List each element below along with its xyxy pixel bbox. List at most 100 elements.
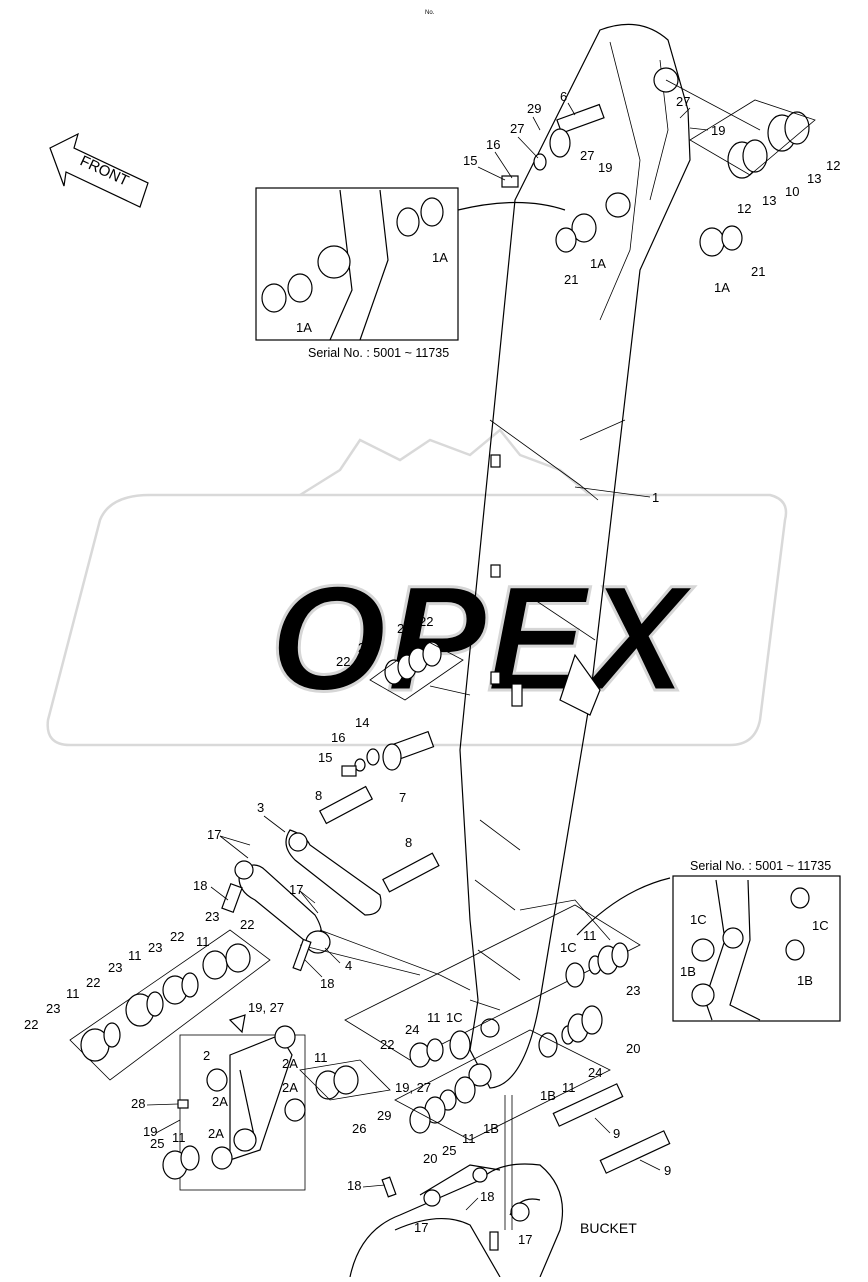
watermark-text: OPEX (270, 554, 695, 722)
inset-right-serial: Serial No. : 5001 ~ 11735 (690, 859, 831, 873)
front-label: FRONT (77, 152, 131, 189)
callout-13-b: 13 (762, 193, 776, 208)
callout-29-a: 29 (377, 1108, 391, 1123)
callout-23-h: 24 (405, 1022, 419, 1037)
callout-19-a: 19 (711, 123, 725, 138)
callout-22-c: 22 (240, 917, 254, 932)
callout-22-e: 22 (86, 975, 100, 990)
callout-23-c: 23 (205, 909, 219, 924)
callout-27-c: 28 (131, 1096, 145, 1111)
callout-23-f: 23 (46, 1001, 60, 1016)
callout-11-c: 11 (196, 934, 210, 949)
callout-14: 14 (355, 715, 369, 730)
bucket-pins (552, 1083, 671, 1174)
callout-28: 29 (527, 101, 541, 116)
callout-1: 1 (652, 490, 659, 505)
callout-23-a: 23 (397, 621, 411, 636)
callout-26: 27 (510, 121, 524, 136)
inset-top-label-1: 1A (432, 250, 448, 265)
callout-2A-d: 2A (208, 1126, 224, 1141)
callout-21-a: 21 (564, 272, 578, 287)
callout-22-d: 22 (170, 929, 184, 944)
inset-right: Serial No. : 5001 ~ 11735 1C 1C 1B 1B (576, 859, 841, 1022)
callout-1B-b: 1B (483, 1121, 499, 1136)
callout-6: 6 (560, 89, 567, 104)
front-arrow-icon: FRONT (49, 132, 149, 208)
callout-20-b: 20 (423, 1151, 437, 1166)
boom-arm (459, 23, 691, 1089)
callout-17-a: 17 (207, 827, 221, 842)
callout-3: 3 (257, 800, 264, 815)
inset-right-label-3: 1B (680, 964, 696, 979)
callout-18-b: 18 (320, 976, 334, 991)
leader-lines (146, 102, 709, 1211)
callout-2A-c: 2A (282, 1080, 298, 1095)
callout-18-a: 18 (193, 878, 207, 893)
callout-1A-b: 1A (714, 280, 730, 295)
callout-1A-a: 1A (590, 256, 606, 271)
link-assembly (234, 785, 471, 991)
top-mark: No. (425, 10, 435, 16)
bucket: BUCKET (349, 1095, 637, 1278)
callout-22-g: 22 (380, 1037, 394, 1052)
callout-22-b: 22 (336, 654, 350, 669)
callout-25-a: 25 (150, 1136, 164, 1151)
callout-24-a: 24 (588, 1065, 602, 1080)
callout-9-a: 9 (613, 1126, 620, 1141)
callout-27-b: 27 (580, 148, 594, 163)
bucket-label: BUCKET (580, 1220, 637, 1236)
washer-stack-top-right (689, 99, 816, 179)
inset-top-serial: Serial No. : 5001 ~ 11735 (308, 346, 449, 360)
callout-2A-b: 2A (212, 1094, 228, 1109)
callout-labels: 1 1A 1A 1B 1B 1C 1C 2 2A 2A 2A 2A 3 4 6 … (24, 89, 840, 1247)
callout-1C-b: 1C (446, 1010, 463, 1025)
callout-8-b: 8 (405, 835, 412, 850)
callout-24-b: 25 (442, 1143, 456, 1158)
callout-8-a: 8 (315, 788, 322, 803)
inset-top-label-2: 1A (296, 320, 312, 335)
callout-11-f: 11 (172, 1130, 186, 1145)
callout-23-e: 23 (108, 960, 122, 975)
callout-11-i: 11 (562, 1080, 576, 1095)
callout-11-h: 11 (427, 1010, 441, 1025)
callout-2A-a: 2A (282, 1056, 298, 1071)
callout-23-g: 23 (626, 983, 640, 998)
callout-1B-a: 1B (540, 1088, 556, 1103)
callout-27-a: 27 (676, 94, 690, 109)
callout-12-b: 12 (737, 201, 751, 216)
callout-10: 10 (785, 184, 799, 199)
callout-1C-a: 1C (560, 940, 577, 955)
callout-19-b: 19 (598, 160, 612, 175)
callout-17-c: 17 (414, 1220, 428, 1235)
callout-18-c: 18 (347, 1178, 361, 1193)
callout-17-d: 17 (518, 1232, 532, 1247)
bracket-assembly (162, 1014, 391, 1191)
callout-9-b: 9 (664, 1163, 671, 1178)
inset-right-label-1: 1C (690, 912, 707, 927)
callout-11-b: 11 (128, 948, 142, 963)
mid-pin-assembly (341, 639, 471, 777)
callout-12-a: 12 (826, 158, 840, 173)
callout-19-c: 19 (143, 1124, 157, 1139)
callout-16-a: 16 (486, 137, 500, 152)
callout-20-a: 20 (626, 1041, 640, 1056)
callout-25-b: 26 (352, 1121, 366, 1136)
inset-right-label-2: 1C (812, 918, 829, 933)
callout-21-b: 21 (751, 264, 765, 279)
callout-11-j: 11 (462, 1131, 476, 1146)
head-pin-assembly (501, 79, 816, 257)
callout-17-b: 17 (289, 882, 303, 897)
callout-15-a: 15 (463, 153, 477, 168)
callout-23-b: 23 (358, 640, 372, 655)
watermark-logo: OPEX (46, 428, 788, 747)
inset-right-label-4: 1B (797, 973, 813, 988)
callout-19-27-b: 19, 27 (395, 1080, 431, 1095)
callout-15-b: 15 (318, 750, 332, 765)
callout-23-d: 23 (148, 940, 162, 955)
callout-11-d: 11 (66, 986, 80, 1001)
callout-16-b: 16 (331, 730, 345, 745)
callout-11-e: 11 (314, 1050, 328, 1065)
callout-13-a: 13 (807, 171, 821, 186)
callout-11-a: 11 (404, 628, 418, 643)
